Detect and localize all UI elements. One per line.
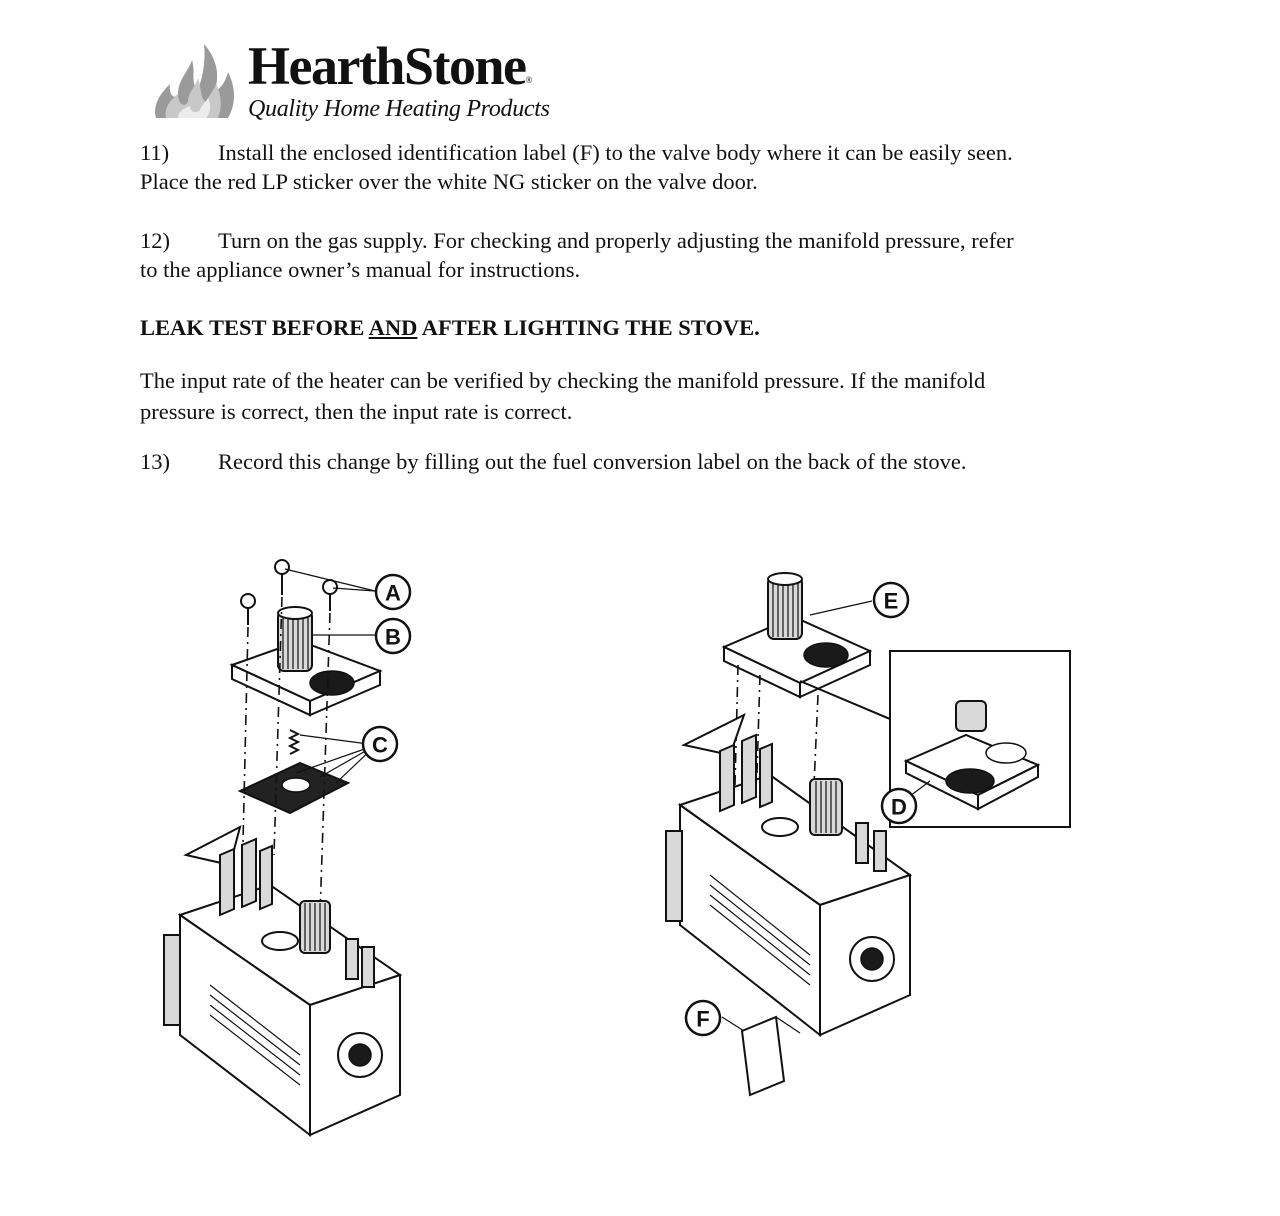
step-text-line1: Record this change by filling out the fu… xyxy=(218,449,967,474)
step-text-line2: to the appliance owner’s manual for inst… xyxy=(140,257,581,282)
callout-c-label: C xyxy=(372,733,388,758)
callout-e-label: E xyxy=(884,589,899,614)
screw-group xyxy=(240,559,338,625)
step-number: 12) xyxy=(140,228,170,253)
callout-c: C xyxy=(361,725,399,763)
valve-body xyxy=(163,825,403,1138)
callout-b-label: B xyxy=(385,625,401,650)
right-valve-conversion-diagram: E D F xyxy=(665,572,1071,1097)
brand-name: HearthStone® xyxy=(248,36,532,96)
callout-a: A xyxy=(374,573,412,611)
step-13: 13) Record this change by filling out the… xyxy=(140,447,1150,476)
leak-test-before: LEAK TEST BEFORE xyxy=(140,315,369,340)
input-rate-line2: pressure is correct, then the input rate… xyxy=(140,399,573,424)
registered-mark: ® xyxy=(525,75,532,85)
left-valve-exploded-diagram: A B C xyxy=(163,559,412,1138)
callout-f: F xyxy=(684,999,722,1037)
identification-label-f xyxy=(740,1015,801,1097)
valve-body xyxy=(665,713,913,1038)
step-text-line2: Place the red LP sticker over the white … xyxy=(140,169,758,194)
valve-cover-plate xyxy=(229,606,383,717)
brand-text: HearthStone xyxy=(248,36,527,96)
step-11: 11) Install the enclosed identification l… xyxy=(140,138,1150,196)
callout-b: B xyxy=(374,617,412,655)
callout-d: D xyxy=(880,787,918,825)
conversion-top-assembly xyxy=(721,572,873,699)
brand-tagline: Quality Home Heating Products xyxy=(248,96,550,122)
callout-e: E xyxy=(872,581,910,619)
input-rate-paragraph: The input rate of the heater can be veri… xyxy=(140,365,1150,427)
leak-test-after: AFTER LIGHTING THE STOVE. xyxy=(417,315,760,340)
step-number: 13) xyxy=(140,449,170,474)
callout-d-label: D xyxy=(891,795,907,820)
step-12: 12) Turn on the gas supply. For checking … xyxy=(140,226,1150,284)
inset-detail-box xyxy=(799,650,1071,828)
leak-test-heading: LEAK TEST BEFORE AND AFTER LIGHTING THE … xyxy=(140,313,1150,342)
spring xyxy=(287,729,301,755)
assembly-guide-lines xyxy=(241,596,331,916)
diaphragm xyxy=(237,761,351,815)
step-number: 11) xyxy=(140,140,170,165)
hearthstone-logo: HearthStone® Quality Home Heating Produc… xyxy=(148,30,608,130)
leak-test-underlined: AND xyxy=(368,315,418,340)
input-rate-line1: The input rate of the heater can be veri… xyxy=(140,368,986,393)
callout-f-label: F xyxy=(696,1007,709,1032)
step-text-line1: Install the enclosed identification labe… xyxy=(218,140,1013,165)
step-text-line1: Turn on the gas supply. For checking and… xyxy=(218,228,1014,253)
flame-icon xyxy=(155,44,234,118)
callout-a-label: A xyxy=(385,581,401,606)
